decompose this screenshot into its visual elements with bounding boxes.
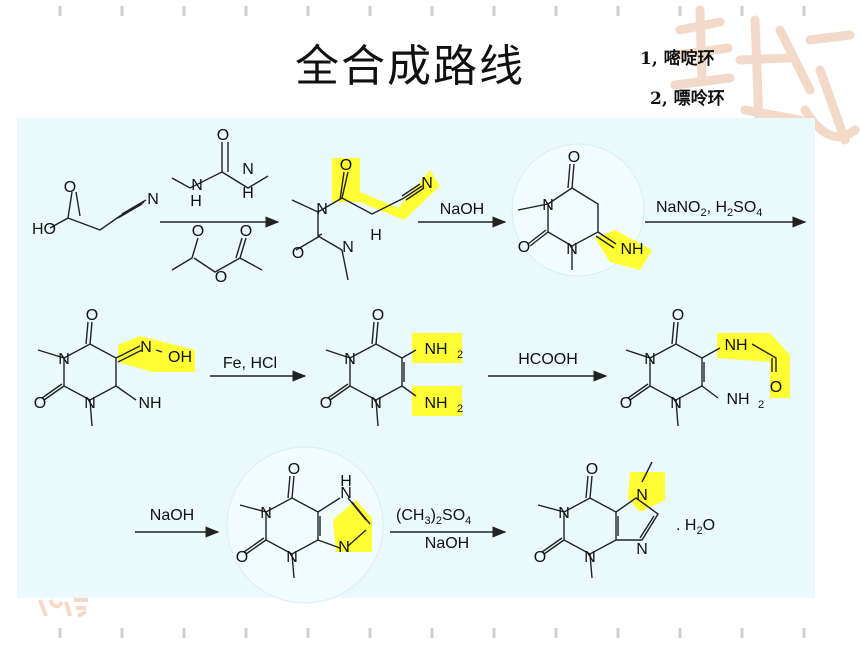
svg-text:N: N xyxy=(342,239,354,256)
svg-text:H: H xyxy=(242,185,254,202)
svg-text:O: O xyxy=(340,157,352,174)
svg-text:O: O xyxy=(372,307,384,324)
reagent-naoh-1: NaOH xyxy=(440,201,484,218)
svg-text:N: N xyxy=(191,177,203,194)
highlights xyxy=(118,158,790,552)
reagent-hcooh: HCOOH xyxy=(518,351,578,368)
svg-text:O: O xyxy=(586,461,598,478)
reagent-nano2-h2so4: NaNO2, H2SO4 xyxy=(656,199,762,219)
svg-text:O: O xyxy=(672,307,684,324)
svg-text:NH: NH xyxy=(724,337,747,354)
svg-text:N: N xyxy=(344,351,356,368)
svg-text:O: O xyxy=(34,395,46,412)
svg-text:N: N xyxy=(286,549,298,566)
svg-text:N: N xyxy=(316,201,328,218)
svg-text:N: N xyxy=(558,505,570,522)
calligraphy-decoration-small xyxy=(38,598,88,618)
svg-text:2: 2 xyxy=(457,349,463,361)
svg-text:H: H xyxy=(190,193,202,210)
svg-text:HO: HO xyxy=(32,221,56,238)
svg-text:N: N xyxy=(147,191,159,208)
hydrate-label: . H2O xyxy=(676,517,715,537)
svg-text:N: N xyxy=(636,541,648,558)
reagent-labels: NaOH NaNO2, H2SO4 Fe, HCl HCOOH NaOH (CH… xyxy=(150,199,763,552)
svg-text:O: O xyxy=(64,179,76,196)
svg-text:H: H xyxy=(340,473,352,490)
svg-text:N: N xyxy=(421,175,433,192)
calligraphy-decoration xyxy=(670,5,860,155)
note-pyrimidine: 1, 嘧啶环 xyxy=(640,49,715,69)
svg-text:O: O xyxy=(240,223,252,240)
svg-text:N: N xyxy=(58,351,70,368)
svg-text:O: O xyxy=(215,269,227,286)
svg-text:N: N xyxy=(542,197,554,214)
svg-text:O: O xyxy=(534,549,546,566)
ring-circle-2 xyxy=(226,446,384,604)
svg-text:N: N xyxy=(340,485,352,502)
svg-text:H: H xyxy=(370,227,382,244)
svg-text:N: N xyxy=(670,395,682,412)
reagent-dimethyl-sulfate: (CH3)2SO4 xyxy=(396,507,471,527)
reagent-naoh-3: NaOH xyxy=(425,535,469,552)
svg-text:O: O xyxy=(518,239,530,256)
svg-text:N: N xyxy=(260,505,272,522)
svg-text:O: O xyxy=(217,127,229,144)
svg-text:O: O xyxy=(288,461,300,478)
svg-text:2: 2 xyxy=(457,403,463,415)
svg-text:N: N xyxy=(636,487,648,504)
notes-list: 1, 嘧啶环 2, 嘌呤环 xyxy=(640,44,725,124)
decorative-dashes-bottom xyxy=(58,628,806,638)
svg-text:NH: NH xyxy=(424,395,447,412)
svg-text:2: 2 xyxy=(758,399,764,411)
svg-text:O: O xyxy=(568,149,580,166)
svg-text:O: O xyxy=(236,549,248,566)
svg-text:O: O xyxy=(192,223,204,240)
reagent-naoh-2: NaOH xyxy=(150,507,194,524)
slide-title: 全合成路线 xyxy=(295,41,525,92)
svg-text:O: O xyxy=(620,395,632,412)
svg-text:O: O xyxy=(770,379,782,396)
svg-text:N: N xyxy=(242,161,254,178)
svg-text:N: N xyxy=(338,539,350,556)
svg-text:NH: NH xyxy=(726,391,749,408)
bonds xyxy=(37,142,807,579)
svg-text:NH: NH xyxy=(424,341,447,358)
note-purine: 2, 嘌呤环 xyxy=(650,89,725,109)
decorative-dashes-top xyxy=(58,6,806,16)
svg-text:N: N xyxy=(84,395,96,412)
svg-text:N: N xyxy=(140,339,152,356)
svg-text:NH: NH xyxy=(620,241,643,258)
svg-text:N: N xyxy=(370,395,382,412)
svg-text:O: O xyxy=(292,245,304,262)
reagent-fe-hcl: Fe, HCl xyxy=(223,355,277,372)
svg-text:NH: NH xyxy=(138,395,161,412)
svg-text:N: N xyxy=(644,351,656,368)
atom-labels: O HO N O N H N H O O O O N N H O N O N O… xyxy=(32,127,782,566)
svg-text:N: N xyxy=(584,549,596,566)
svg-text:OH: OH xyxy=(168,349,192,366)
svg-text:O: O xyxy=(86,307,98,324)
svg-text:O: O xyxy=(320,395,332,412)
svg-text:N: N xyxy=(566,241,578,258)
